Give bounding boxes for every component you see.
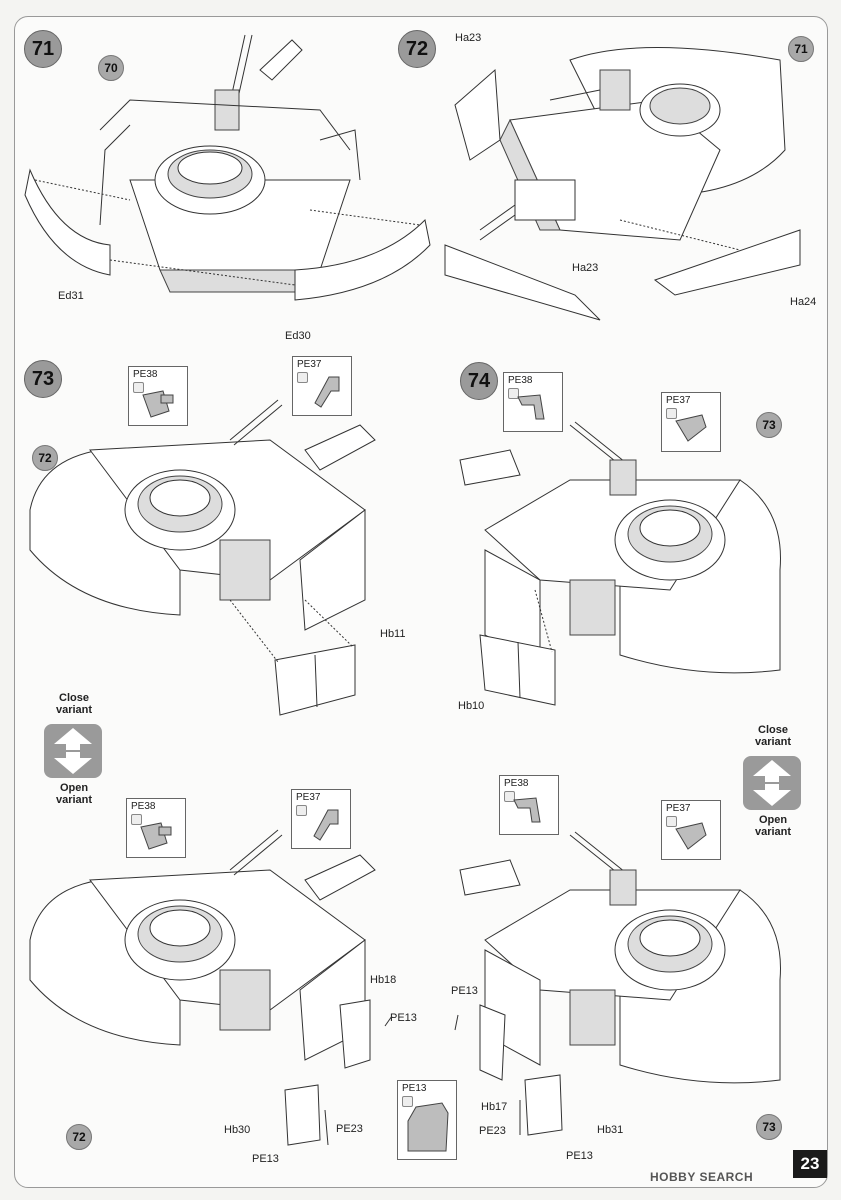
part-label-ha23-bottom: Ha23: [572, 262, 599, 274]
pe-box-pe37-step73: PE37: [292, 356, 352, 416]
bottom-left-drawing: [29, 829, 393, 1146]
part-label-hb11: Hb11: [380, 628, 406, 640]
watermark: HOBBY SEARCH: [650, 1170, 754, 1184]
callout-71: 71: [788, 36, 814, 62]
variant-left-icon: [44, 724, 102, 778]
bottom-right-drawing: [454, 831, 781, 1136]
pe-label-pe13-br: PE13: [451, 985, 478, 997]
step-72-drawing: [444, 47, 801, 321]
part-label-hb30: Hb30: [224, 1124, 251, 1136]
part-label-hb18: Hb18: [370, 974, 397, 986]
part-label-ed30: Ed30: [285, 330, 311, 342]
step-number-71: 71: [24, 30, 62, 68]
part-label-ha23-top: Ha23: [455, 32, 482, 44]
callout-73-bottom: 73: [756, 1114, 782, 1140]
variant-right-bottom-label: Open variant: [754, 814, 792, 838]
pe-label-pe23-bl: PE23: [336, 1123, 363, 1135]
pe-label-pe23-br: PE23: [479, 1125, 506, 1137]
part-label-ha24: Ha24: [790, 296, 817, 308]
part-label-hb17: Hb17: [481, 1101, 508, 1113]
variant-left-top-label: Close variant: [55, 692, 93, 716]
step-73-drawing: [29, 399, 376, 716]
step-74-drawing: [459, 421, 781, 706]
pe-box-pe13-center: PE13: [397, 1080, 457, 1160]
page-number: 23: [793, 1150, 827, 1178]
variant-left-bottom-label: Open variant: [55, 782, 93, 806]
callout-72: 72: [32, 445, 58, 471]
pe-box-pe37-bottom-left: PE37: [291, 789, 351, 849]
variant-right-icon: [743, 756, 801, 810]
step-number-74: 74: [460, 362, 498, 400]
variant-right-top-label: Close variant: [754, 724, 792, 748]
part-label-hb10: Hb10: [458, 700, 485, 712]
pe-box-pe38-step74: PE38: [503, 372, 563, 432]
step-number-73: 73: [24, 360, 62, 398]
step-number-72: 72: [398, 30, 436, 68]
part-label-hb31: Hb31: [597, 1124, 624, 1136]
pe-box-pe38-bottom-right: PE38: [499, 775, 559, 835]
callout-70: 70: [98, 55, 124, 81]
pe-label-pe13-bl-2: PE13: [252, 1153, 279, 1165]
step-71-drawing: [24, 34, 431, 301]
pe-box-pe38-step73: PE38: [128, 366, 188, 426]
callout-73: 73: [756, 412, 782, 438]
pe-label-pe13-bl: PE13: [390, 1012, 417, 1024]
pe-label-pe13-br-2: PE13: [566, 1150, 593, 1162]
part-label-ed31: Ed31: [58, 290, 84, 302]
pe-box-pe38-bottom-left: PE38: [126, 798, 186, 858]
pe-box-pe37-step74: PE37: [661, 392, 721, 452]
pe-box-pe37-bottom-right: PE37: [661, 800, 721, 860]
callout-72-bottom: 72: [66, 1124, 92, 1150]
